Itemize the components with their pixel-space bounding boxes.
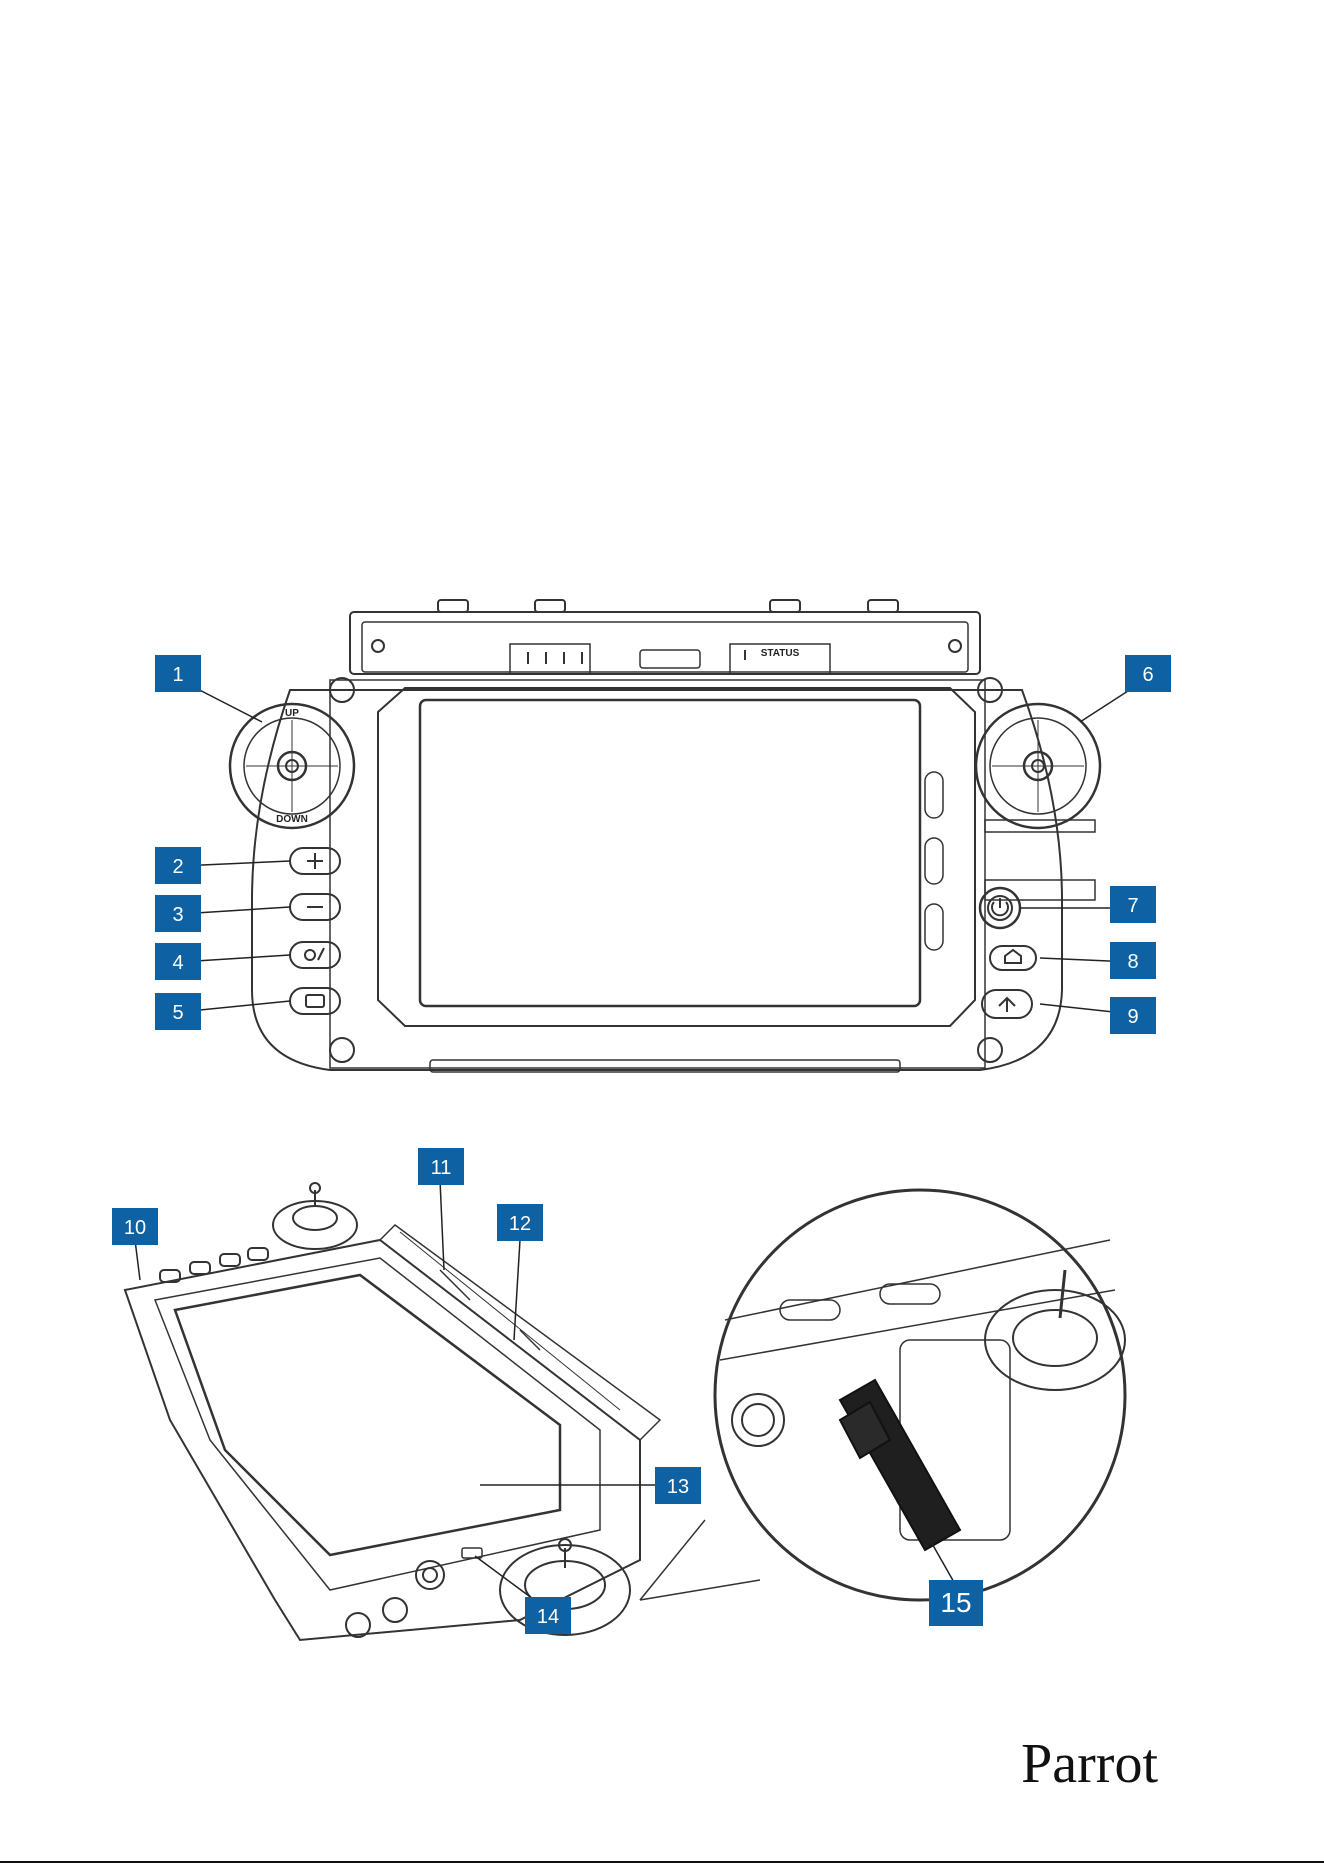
down-label: DOWN [276, 814, 308, 825]
front-view-icons [305, 853, 1021, 1012]
svg-text:12: 12 [509, 1213, 531, 1235]
status-label: STATUS [761, 648, 800, 659]
svg-text:2: 2 [172, 856, 183, 878]
up-label: UP [285, 708, 299, 719]
screenshot-icon [306, 995, 324, 1007]
callout-11: 11 [418, 1148, 464, 1185]
callout-5: 5 [155, 993, 201, 1030]
svg-text:13: 13 [667, 1476, 689, 1498]
callout-15: 15 [929, 1580, 983, 1626]
callout-13: 13 [655, 1467, 701, 1504]
svg-text:9: 9 [1127, 1006, 1138, 1028]
home-icon [1005, 950, 1021, 963]
callout-2: 2 [155, 847, 201, 884]
svg-text:3: 3 [172, 904, 183, 926]
callout-12: 12 [497, 1204, 543, 1241]
callout-6: 6 [1125, 655, 1171, 692]
callout-1: 1 [155, 655, 201, 692]
zoom-lines [640, 1520, 760, 1600]
svg-text:6: 6 [1142, 664, 1153, 686]
svg-text:8: 8 [1127, 951, 1138, 973]
parrot-logo: Parrot [1021, 1733, 1158, 1795]
svg-text:11: 11 [431, 1157, 452, 1179]
svg-text:14: 14 [537, 1606, 559, 1628]
callout-14: 14 [525, 1597, 571, 1634]
callout-10: 10 [112, 1208, 158, 1245]
callout-8: 8 [1110, 942, 1156, 979]
controller-front-view [230, 600, 1100, 1072]
svg-text:15: 15 [940, 1587, 971, 1618]
svg-text:7: 7 [1127, 895, 1138, 917]
callout-4: 4 [155, 943, 201, 980]
svg-text:10: 10 [124, 1217, 146, 1239]
zoom-detail [715, 1190, 1125, 1600]
callout-9: 9 [1110, 997, 1156, 1034]
svg-text:4: 4 [172, 952, 183, 974]
camera-icon [305, 950, 315, 960]
takeoff-icon [999, 998, 1015, 1012]
controller-perspective-view [125, 1183, 660, 1640]
callout-7: 7 [1110, 886, 1156, 923]
callout-3: 3 [155, 895, 201, 932]
svg-text:5: 5 [172, 1002, 183, 1024]
svg-text:1: 1 [172, 664, 183, 686]
